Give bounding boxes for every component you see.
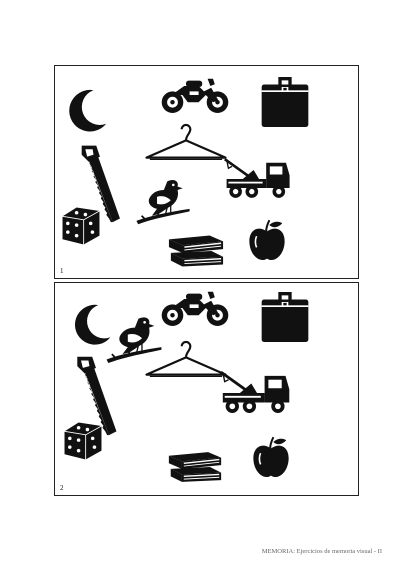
coat-hanger-icon <box>145 340 227 378</box>
moon-icon <box>69 89 107 132</box>
tow-truck-icon <box>219 370 291 415</box>
books-icon <box>168 234 224 268</box>
panel-2: 2 <box>54 282 359 496</box>
tow-truck-icon <box>223 157 292 200</box>
coat-hanger-icon <box>145 123 227 161</box>
apple-icon <box>252 436 290 479</box>
apple-icon <box>248 219 286 262</box>
panel-1: 1 <box>54 65 359 279</box>
panel-2-drawing <box>64 291 309 483</box>
panel-1-drawing <box>62 77 309 268</box>
footer-text: MEMORIA: Ejercicios de memoria visual - … <box>261 548 382 555</box>
moon-icon <box>74 304 111 345</box>
briefcase-icon <box>261 292 309 342</box>
bird-icon <box>105 316 163 364</box>
dice-icon <box>64 422 102 460</box>
panel-number: 1 <box>60 267 64 275</box>
panel-number: 2 <box>60 484 64 492</box>
motorcycle-icon <box>161 78 229 113</box>
books-icon <box>168 451 222 483</box>
motorcycle-icon <box>161 291 229 326</box>
briefcase-icon <box>261 77 309 127</box>
bird-icon <box>135 179 191 226</box>
dice-icon <box>62 207 100 245</box>
